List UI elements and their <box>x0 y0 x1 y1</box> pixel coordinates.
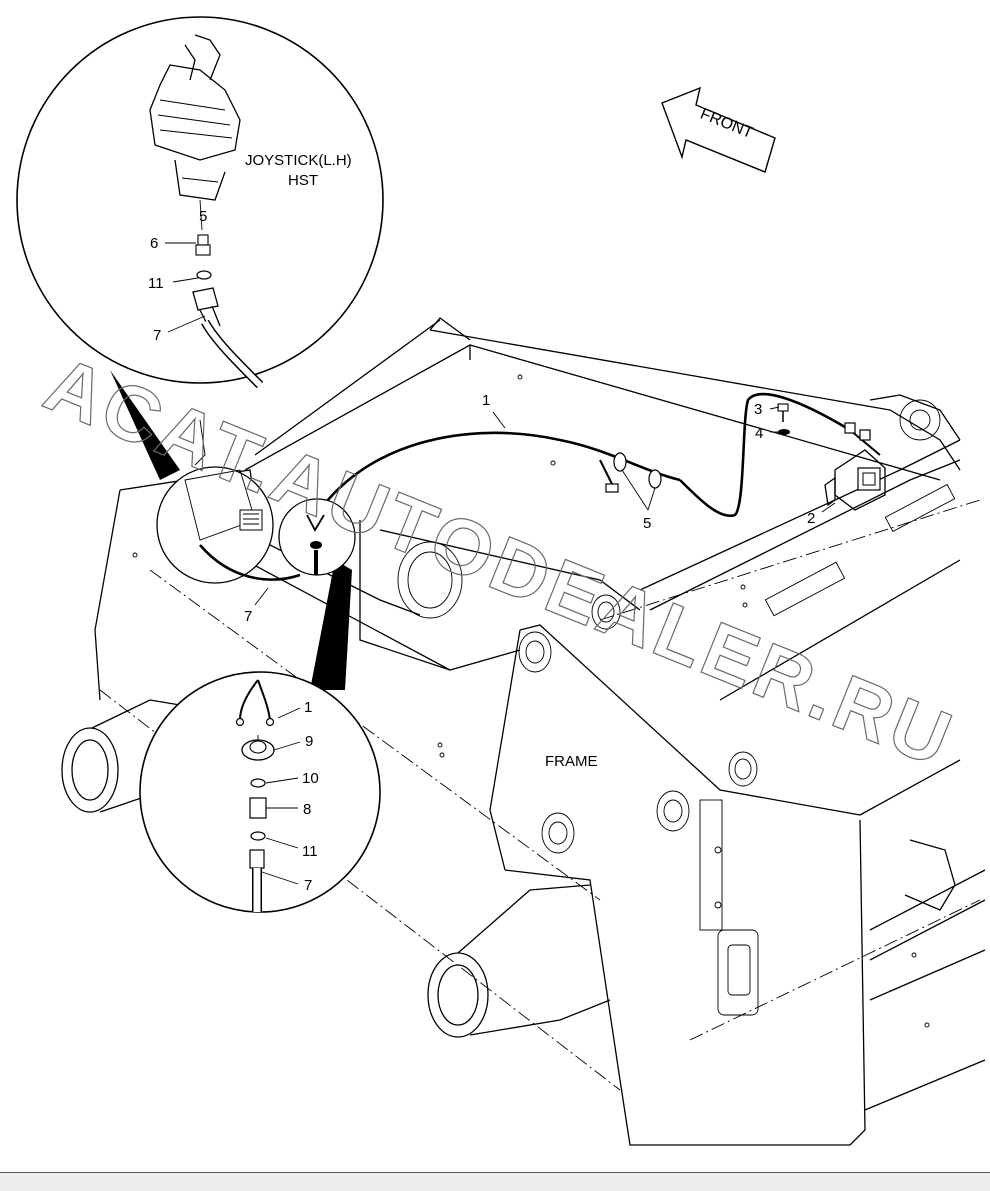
callout-9: 9 <box>305 733 313 750</box>
assembly-detail-circles <box>156 419 356 584</box>
callout-10: 10 <box>302 770 319 787</box>
callout-1-detail: 1 <box>304 699 312 716</box>
alarm-unit <box>777 403 886 511</box>
callout-11-detail: 11 <box>302 843 318 860</box>
bottom-bar <box>0 1172 990 1191</box>
callout-5-main: 5 <box>643 515 651 532</box>
callout-7-detail: 7 <box>304 877 312 894</box>
callout-7-main: 7 <box>244 608 252 625</box>
main-leaders <box>254 406 836 606</box>
hst-label: HST <box>288 172 318 189</box>
front-arrow <box>661 86 776 173</box>
frame-label: FRAME <box>545 753 598 770</box>
callout-1-main: 1 <box>482 392 490 409</box>
callout-5-top: 5 <box>199 208 207 225</box>
wire-harness <box>308 392 881 526</box>
callout-6: 6 <box>150 235 158 252</box>
switch-detail-circle <box>139 560 381 913</box>
callout-8: 8 <box>303 801 311 818</box>
callout-4: 4 <box>755 425 763 442</box>
joystick-detail-circle <box>16 16 384 480</box>
callout-2: 2 <box>807 510 815 527</box>
callout-3: 3 <box>754 401 762 418</box>
joystick-label: JOYSTICK(L.H) <box>245 152 352 169</box>
callout-7-top: 7 <box>153 327 161 344</box>
callout-11-top: 11 <box>148 275 164 292</box>
